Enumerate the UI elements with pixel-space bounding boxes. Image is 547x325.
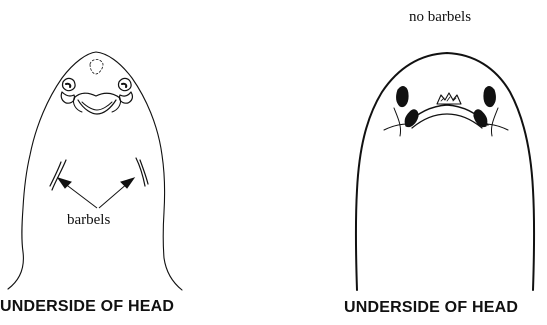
right-lip-edge-right [484, 108, 508, 136]
left-mouth-corner-left [61, 92, 74, 103]
caption-right: UNDERSIDE OF HEAD [344, 299, 518, 317]
barbels-label: barbels [67, 212, 110, 229]
caption-left: UNDERSIDE OF HEAD [0, 298, 174, 316]
arrow-line-left [64, 183, 97, 208]
barbel-arrows [58, 178, 134, 208]
left-head-figure [8, 52, 182, 290]
arrowhead-right [121, 178, 134, 188]
left-mouth-inner [82, 102, 112, 110]
right-lip-fold-right [484, 87, 495, 107]
right-lip-fold-left [397, 87, 408, 107]
right-head-outline [356, 53, 534, 290]
left-head-outline [8, 52, 182, 290]
no-barbels-label: no barbels [409, 9, 471, 26]
right-mouth-lower [412, 114, 482, 128]
left-mouth-lower-lip [78, 100, 116, 114]
left-mouth-upper-lip [74, 93, 120, 98]
left-barbel-right [136, 158, 148, 186]
left-mouth-corner-right [119, 92, 132, 103]
left-nostril-right-inner [122, 84, 126, 87]
arrow-line-right [99, 183, 128, 208]
left-snout-mark [90, 60, 103, 75]
right-lip-edge-left [384, 108, 408, 136]
left-nostril-left-inner [66, 84, 70, 87]
right-head-figure [356, 53, 534, 290]
